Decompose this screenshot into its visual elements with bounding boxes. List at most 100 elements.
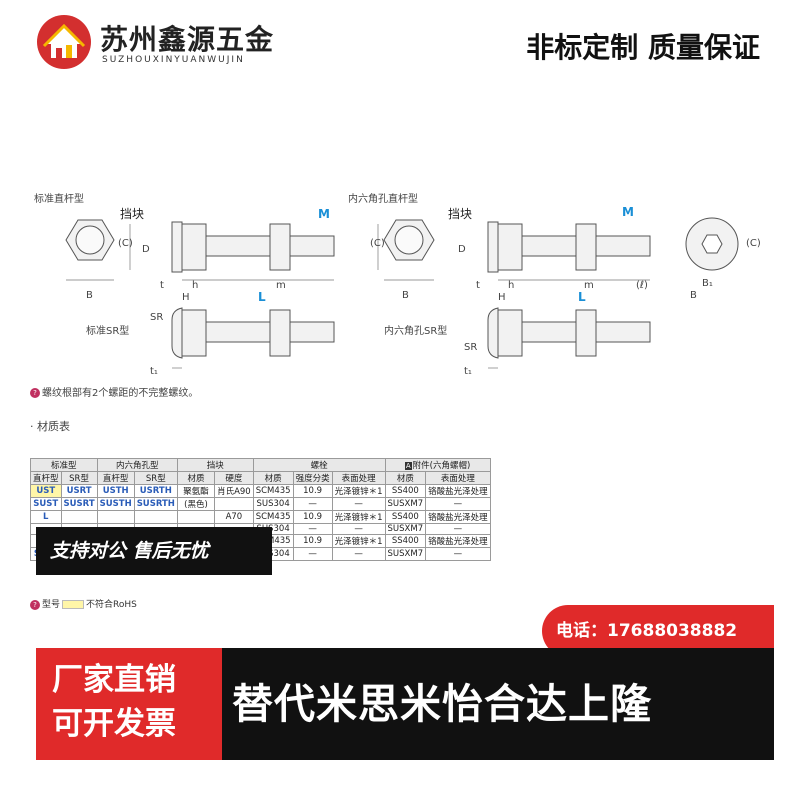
table-cell: —: [425, 497, 491, 511]
legend-marker-icon: ?: [30, 599, 40, 610]
company-name-en: SUZHOUXINYUANWUJIN: [102, 55, 245, 65]
table-cell: 肖氏A90: [214, 484, 254, 498]
right-drawing-title: 内六角孔直杆型: [348, 194, 418, 205]
thread-m-label-left: M: [318, 207, 330, 221]
table-cell: 光泽镀锌＊1: [331, 484, 386, 498]
dim-l-socket: (ℓ): [636, 280, 648, 291]
stopper-label-right: 挡块: [448, 207, 473, 221]
table-cell: USRT: [60, 484, 98, 498]
dim-c-left: (C): [118, 238, 133, 249]
replacement-brands-text: 替代米思米怡合达上隆: [232, 680, 652, 728]
dim-b-right: B: [402, 290, 409, 301]
table-cell: —: [292, 497, 333, 511]
dim-sr-right: SR: [464, 342, 478, 353]
table-cell: —: [425, 547, 491, 561]
table-cell: SUSRT: [60, 497, 98, 511]
thread-note: ?螺纹根部有2个螺距的不完整螺纹。: [30, 384, 198, 399]
direct-sale-text: 厂家直销: [52, 662, 176, 698]
note-marker-icon: ?: [30, 388, 40, 398]
nut-left: [269, 223, 291, 271]
technical-drawings: 标准直杆型 内六角孔直杆型 挡块 挡块 M M: [30, 180, 780, 410]
table-cell: USTH: [96, 484, 135, 498]
sr-title-right: 内六角孔SR型: [384, 326, 448, 337]
dim-c-right: (C): [370, 238, 385, 249]
table-cell: [96, 510, 135, 524]
table-cell: —: [425, 523, 491, 535]
material-table-title: · 材质表: [30, 420, 70, 433]
table-cell: (黑色): [176, 497, 216, 511]
left-drawing-title: 标准直杆型: [34, 194, 84, 205]
table-cell: [133, 510, 178, 524]
table-cell: [60, 510, 98, 524]
company-name-cn: 苏州鑫源五金: [100, 23, 275, 56]
dim-h-right: H: [498, 292, 506, 303]
table-cell: A70: [214, 510, 254, 524]
table-cell: 光泽镀锌＊1: [331, 534, 386, 548]
table-cell: SUSXM7: [384, 547, 427, 561]
table-cell: —: [331, 497, 386, 511]
direct-sale-box: 厂家直销 可开发票: [36, 648, 222, 760]
dim-t1-right: t₁: [464, 366, 472, 377]
dim-l-left: L: [258, 290, 266, 304]
stopper-left: [171, 221, 183, 273]
dim-c-socket: (C): [746, 238, 761, 249]
dim-m-left: m: [276, 280, 286, 291]
bottom-banner: 厂家直销 可开发票 替代米思米怡合达上隆: [36, 648, 774, 760]
table-cell: SS400: [384, 534, 427, 548]
invoice-text: 可开发票: [52, 706, 176, 742]
table-cell: 聚氨酯: [176, 484, 216, 498]
dim-h-left: H: [182, 292, 190, 303]
dim-l-right: L: [578, 290, 586, 304]
house-logo-icon: [37, 15, 91, 69]
dim-d-right: D: [458, 244, 466, 255]
dim-sr-left: SR: [150, 312, 164, 323]
table-cell: 光泽镀锌＊1: [331, 510, 386, 524]
dim-m-right: m: [584, 280, 594, 291]
table-cell: SS400: [384, 484, 427, 498]
table-cell: SCM435: [252, 510, 294, 524]
dim-b-socket: B: [690, 290, 697, 301]
bolt-head-left: [181, 223, 207, 271]
table-cell: SUS304: [252, 497, 294, 511]
rohs-swatch: [62, 600, 85, 609]
dim-t-left: t: [160, 280, 164, 291]
dim-h-small-right: h: [508, 280, 515, 291]
dim-h-small-left: h: [192, 280, 199, 291]
table-cell: 铬酸盐光泽处理: [425, 534, 491, 548]
table-cell: —: [331, 547, 386, 561]
thread-m-label-right: M: [622, 205, 634, 219]
table-cell: SCM435: [252, 484, 294, 498]
table-cell: —: [292, 547, 333, 561]
dim-b-left: B: [86, 290, 93, 301]
table-sub-header: 直杆型 SR型 直杆型 SR型 材质 硬度 材质 强度分类 表面处理 材质 表面…: [30, 471, 491, 485]
sr-title-left: 标准SR型: [86, 326, 130, 337]
rohs-legend: ?型号不符合RoHS: [30, 597, 137, 610]
table-cell: USRTH: [133, 484, 178, 498]
table-cell: 10.9: [292, 484, 333, 498]
slogan: 非标定制 质量保证: [526, 31, 760, 64]
table-cell: SUSRTH: [133, 497, 178, 511]
table-cell: SS400: [384, 510, 427, 524]
stopper-label-left: 挡块: [120, 207, 145, 221]
table-cell: —: [292, 523, 333, 535]
table-cell: [176, 510, 216, 524]
dim-b1-socket: B₁: [702, 278, 713, 289]
table-cell: 10.9: [292, 534, 333, 548]
company-logo: 苏州鑫源五金 SUZHOUXINYUANWUJIN: [36, 14, 296, 70]
table-cell: 10.9: [292, 510, 333, 524]
table-cell: UST: [30, 484, 62, 498]
table-cell: SUSXM7: [384, 497, 427, 511]
table-cell: SUST: [30, 497, 62, 511]
table-cell: L: [30, 510, 62, 524]
table-cell: SUSXM7: [384, 523, 427, 535]
bolt-drawings-svg: [65, 217, 739, 369]
table-cell: 铬酸盐光泽处理: [425, 484, 491, 498]
dim-t1-left: t₁: [150, 366, 158, 377]
dim-t-right: t: [476, 280, 480, 291]
